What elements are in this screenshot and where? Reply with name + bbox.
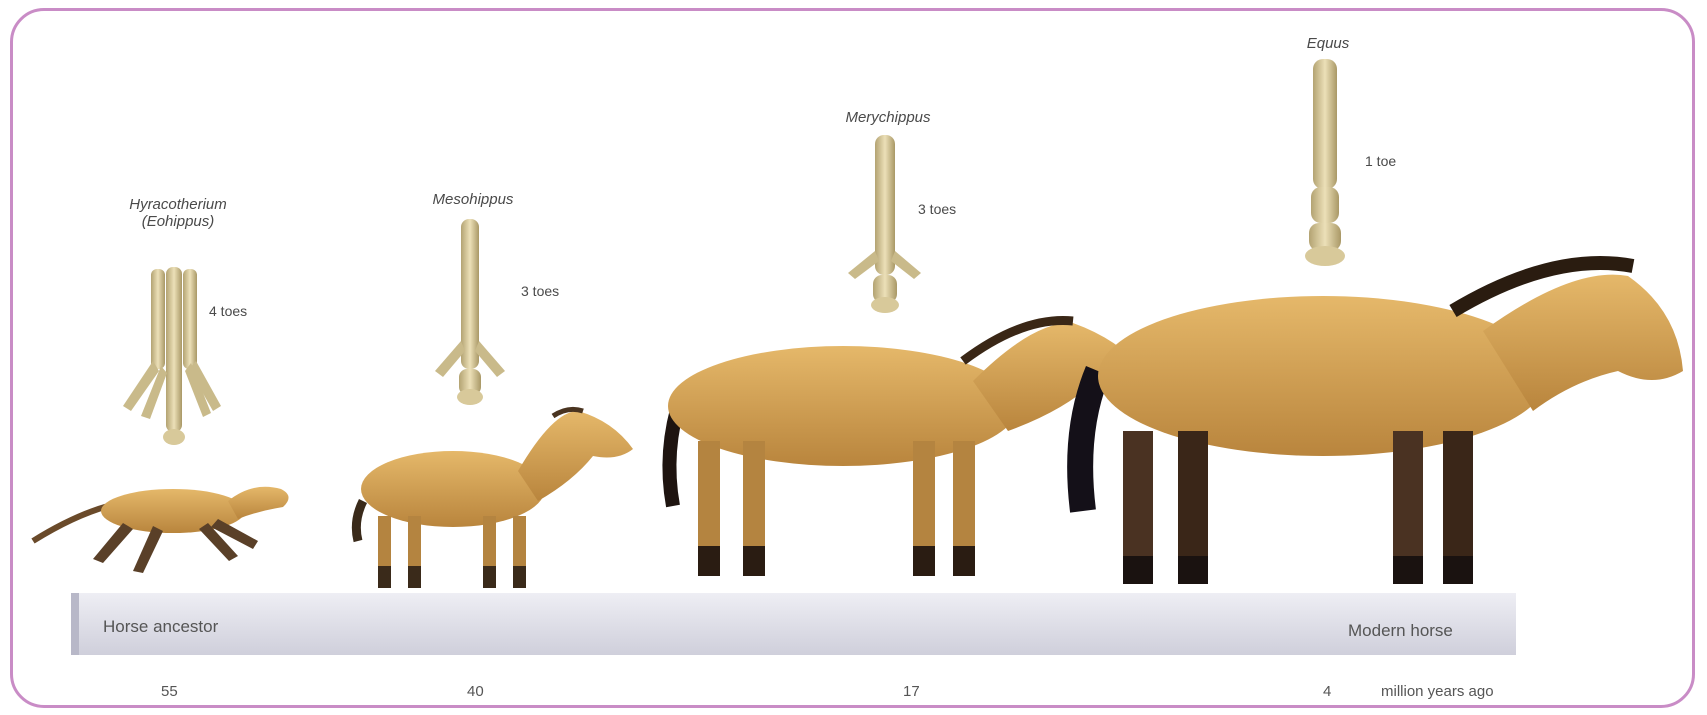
foot-bone-hyracotherium [123, 267, 221, 445]
horse-equus [1080, 263, 1683, 584]
timeline-end-label: Modern horse [1348, 621, 1453, 641]
horse-mesohippus [356, 409, 633, 588]
foot-bone-equus [1305, 59, 1345, 266]
time-tick-4: 4 [1323, 683, 1331, 700]
timeline-bar-edge [71, 593, 79, 655]
toe-count-merychippus: 3 toes [918, 201, 956, 217]
species-label-mesohippus: Mesohippus [398, 191, 548, 208]
horse-hyracotherium [33, 487, 289, 573]
figure-frame: Hyracotherium (Eohippus) 4 toes Mesohipp… [10, 8, 1695, 708]
time-tick-55: 55 [161, 683, 178, 700]
species-label-equus: Equus [1298, 35, 1358, 52]
time-tick-40: 40 [467, 683, 484, 700]
time-tick-17: 17 [903, 683, 920, 700]
toe-count-equus: 1 toe [1365, 153, 1396, 169]
toe-count-mesohippus: 3 toes [521, 283, 559, 299]
species-name: Hyracotherium [73, 196, 283, 213]
foot-bone-merychippus [848, 135, 921, 313]
timeline-bar [71, 593, 1516, 655]
species-label-merychippus: Merychippus [808, 109, 968, 126]
time-unit-label: million years ago [1381, 683, 1494, 700]
foot-bone-mesohippus [435, 219, 505, 405]
timeline-start-label: Horse ancestor [103, 617, 218, 637]
toe-count-hyracotherium: 4 toes [209, 303, 247, 319]
species-alt-name: (Eohippus) [73, 213, 283, 230]
species-label-hyracotherium: Hyracotherium (Eohippus) [73, 196, 283, 230]
